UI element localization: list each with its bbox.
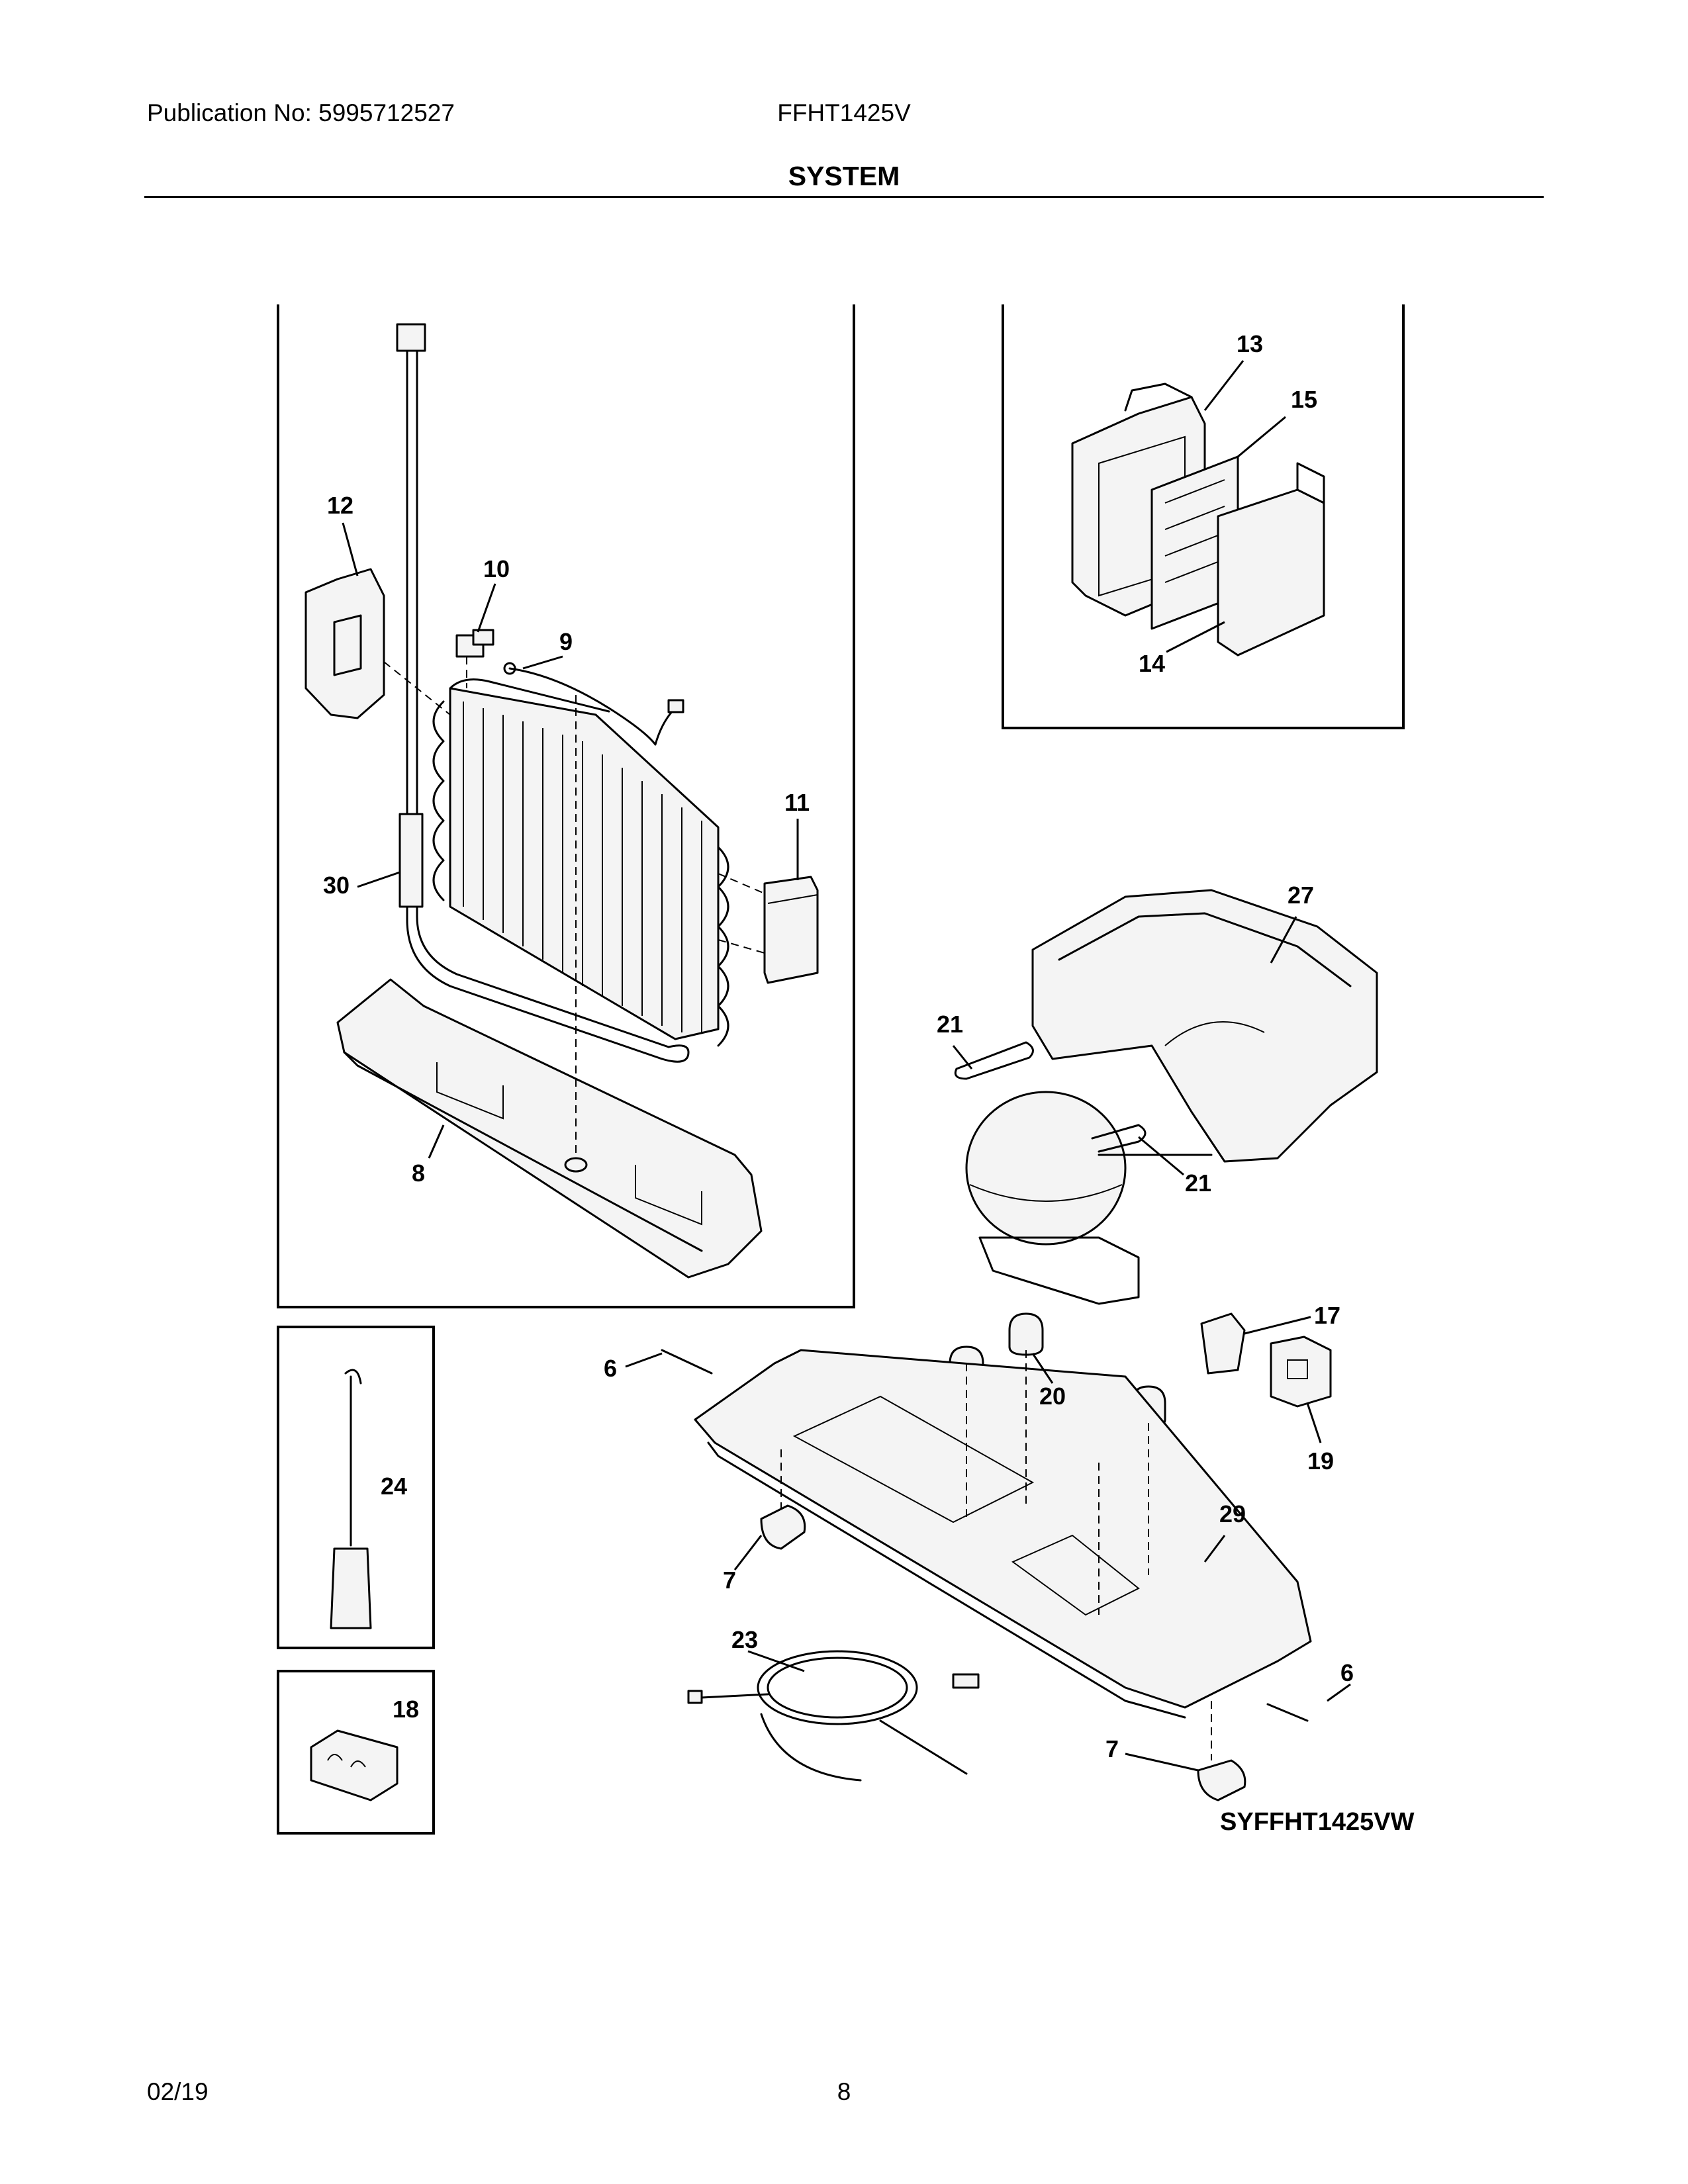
callout-14: 14 xyxy=(1139,650,1165,677)
part-11-cover xyxy=(718,873,819,984)
compressor xyxy=(965,1091,1213,1305)
part-23-harness xyxy=(687,1650,980,1782)
page-number: 8 xyxy=(837,2078,851,2105)
part-24-accumulator xyxy=(330,1369,372,1629)
part-18-panel xyxy=(277,1670,435,1835)
part-7-feet xyxy=(760,1449,1246,1801)
part-6-pins xyxy=(661,1349,1309,1722)
part-24-panel xyxy=(277,1326,435,1649)
callout-20: 20 xyxy=(1039,1383,1066,1410)
callout-21-right: 21 xyxy=(1185,1169,1211,1197)
callout-18: 18 xyxy=(393,1696,419,1723)
header-rule xyxy=(144,196,1544,198)
section-title: SYSTEM xyxy=(788,161,900,191)
callout-30: 30 xyxy=(323,872,350,899)
callout-24: 24 xyxy=(381,1473,407,1500)
callout-7-left: 7 xyxy=(723,1567,736,1594)
part-18-clip xyxy=(310,1729,399,1801)
callout-29: 29 xyxy=(1219,1500,1246,1527)
callout-21-left: 21 xyxy=(937,1011,963,1038)
part-14-cover xyxy=(1217,462,1325,657)
part-12-bracket xyxy=(305,568,451,719)
part-30-harness xyxy=(396,323,690,1063)
callout-12: 12 xyxy=(327,492,353,519)
callout-17: 17 xyxy=(1314,1302,1340,1329)
footer-date: 02/19 xyxy=(147,2078,209,2105)
figure-code: SYFFHT1425VW xyxy=(1220,1808,1415,1836)
callout-7-right: 7 xyxy=(1105,1735,1119,1762)
callout-9: 9 xyxy=(559,628,573,655)
part-8-drain-pan xyxy=(336,695,763,1279)
part-29-base-plate xyxy=(694,1349,1312,1719)
callout-27: 27 xyxy=(1288,882,1314,909)
part-21-strap-left xyxy=(954,1041,1034,1080)
part-9-wire xyxy=(503,662,684,746)
evaporator-coil xyxy=(432,678,729,1047)
callout-8: 8 xyxy=(412,1160,425,1187)
callout-10: 10 xyxy=(483,555,510,582)
part-27-shroud xyxy=(1031,889,1378,1163)
callout-13: 13 xyxy=(1237,330,1263,357)
publication-number: Publication No: 5995712527 xyxy=(147,99,455,126)
part-17-relay xyxy=(1200,1312,1246,1375)
leader-lines xyxy=(342,360,1351,1772)
callout-15: 15 xyxy=(1291,386,1317,413)
callout-11: 11 xyxy=(784,789,810,816)
evaporator-panel-frame xyxy=(277,304,855,1308)
part-10-sensor xyxy=(455,629,494,688)
callout-6-right: 6 xyxy=(1340,1659,1354,1686)
model-number: FFHT1425V xyxy=(777,99,911,126)
part-19-cover xyxy=(1270,1336,1332,1408)
callout-6-left: 6 xyxy=(604,1355,617,1382)
callout-23: 23 xyxy=(731,1626,758,1653)
control-board-panel-frame xyxy=(1002,304,1405,729)
callout-19: 19 xyxy=(1307,1447,1334,1475)
